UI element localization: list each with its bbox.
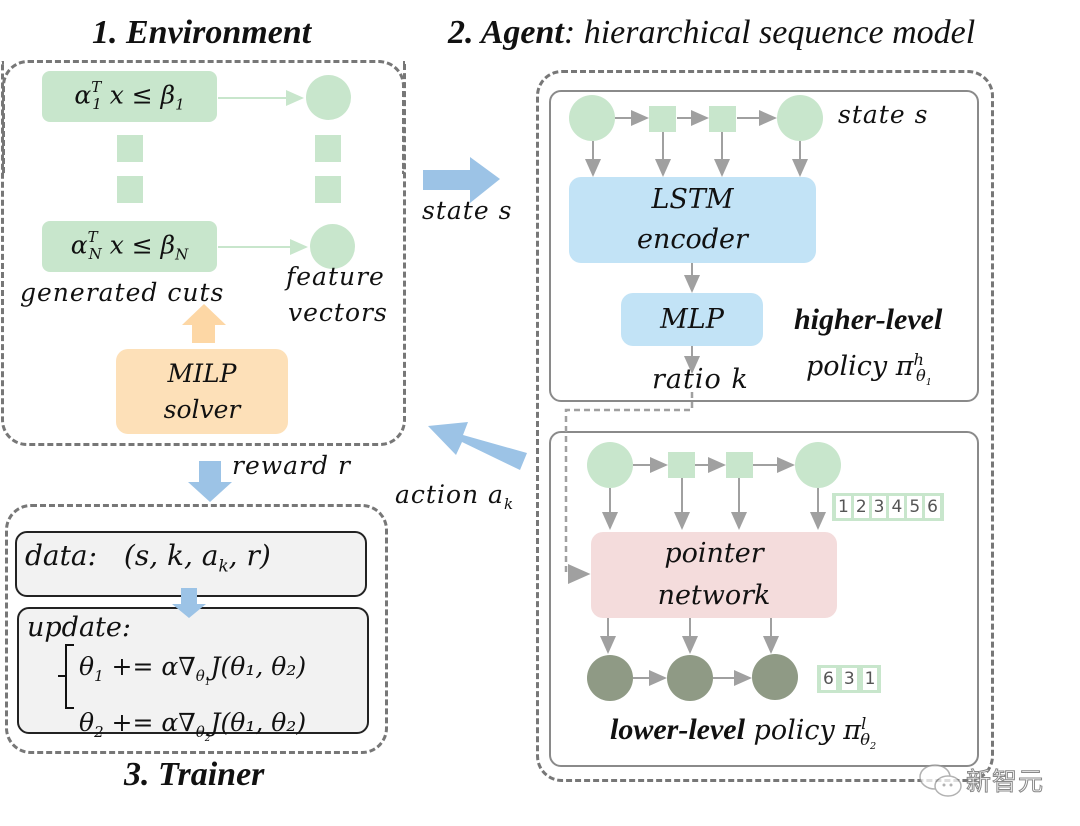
selected-index: 1 [862,668,878,690]
cut-last: αTN x ≤ βN [42,221,217,272]
cut-first: αT1 x ≤ β1 [42,71,217,122]
cut-ellipsis-2 [117,176,143,203]
pointer-input-node-4 [795,442,841,488]
state-arrow [423,157,500,203]
state-node-1 [569,95,615,141]
pointer-input-node-2 [668,452,695,478]
selected-index-strip: 6 3 1 [817,665,882,693]
update-eq2: θ2 += α∇θ2J(θ₁, θ₂) [79,708,307,744]
higher-level-label: higher-level [794,303,943,336]
wechat-icon [919,764,962,797]
higher-level-policy-box [549,90,979,402]
input-index: 6 [925,496,940,518]
agent-panel [536,70,994,782]
reward-flow-label: reward r [232,451,351,480]
ratio-to-pointer-connector [564,392,694,584]
milp-solver-line1: MILP [167,358,237,388]
agent-title-bold: 2. Agent [448,14,564,51]
lower-level-caption: lower-level policy πlθ2 [610,713,876,753]
input-index: 1 [836,496,851,518]
input-index-strip: 1 2 3 4 5 6 [832,493,944,521]
network-label: network [657,580,771,611]
input-index: 2 [853,496,869,518]
feature-ellipsis-2 [315,176,341,203]
feature-label: feature [286,262,385,291]
state-node-2 [649,106,676,132]
pointer-network-box: pointer network [591,532,837,618]
lower-level-policy-box [549,431,979,767]
mlp-label: MLP [660,303,724,335]
output-node-2 [667,655,713,701]
action-flow-label: action ak [395,480,515,513]
update-eq1: θ1 += α∇θ1J(θ₁, θ₂) [79,652,307,688]
data-to-update-arrow [172,588,206,618]
cut-ellipsis-1 [117,135,143,162]
output-node-3 [752,654,798,700]
milp-solver-box: MILP solver [116,349,288,434]
environment-boundary [1,61,406,446]
action-arrow [428,422,527,470]
reward-arrow [188,461,232,502]
environment-title: 1. Environment [92,14,312,51]
lstm-label: LSTM [651,184,734,215]
solver-to-cuts-arrow [182,304,226,343]
state-node-4 [777,95,823,141]
lower-level-label: lower-level [610,713,745,746]
feature-node-last [310,224,355,269]
update-brace [58,644,74,709]
pointer-label: pointer [664,538,764,569]
output-node-1 [587,655,633,701]
encoder-label: encoder [637,224,748,255]
agent-title-rest: : hierarchical sequence model [563,14,976,51]
feature-node-first [306,75,351,120]
update-label: update: [27,612,131,643]
input-index: 5 [907,496,923,518]
data-box: data: (s, k, ak, r) [15,531,367,597]
update-box: update: θ1 += α∇θ1J(θ₁, θ₂) θ2 += α∇θ2J(… [17,607,369,744]
pointer-input-node-1 [587,442,633,488]
watermark-text: 新智元 [965,767,1045,797]
agent-title: 2. Agent: hierarchical sequence model [448,14,975,52]
higher-policy-label: policy πhθ1 [806,350,932,389]
data-label: data: [25,539,97,572]
vectors-label: vectors [288,298,388,327]
mlp-box: MLP [621,293,763,346]
state-label-higher: state s [838,100,929,129]
generated-cuts-label: generated cuts [20,278,225,307]
lstm-encoder-box: LSTM encoder [569,177,816,263]
state-node-3 [709,106,736,132]
pointer-input-node-3 [726,452,753,478]
milp-solver-line2: solver [163,394,241,424]
trainer-panel [5,504,388,754]
input-index: 4 [889,496,905,518]
trainer-title: 3. Trainer [124,756,265,793]
data-tuple: (s, k, ak, r) [123,539,271,576]
input-index: 3 [871,496,887,518]
state-flow-label: state s [422,196,513,225]
feature-ellipsis-1 [315,135,341,162]
selected-index: 3 [841,668,857,690]
lower-policy-label: policy πlθ2 [744,714,877,753]
selected-index: 6 [821,668,836,690]
